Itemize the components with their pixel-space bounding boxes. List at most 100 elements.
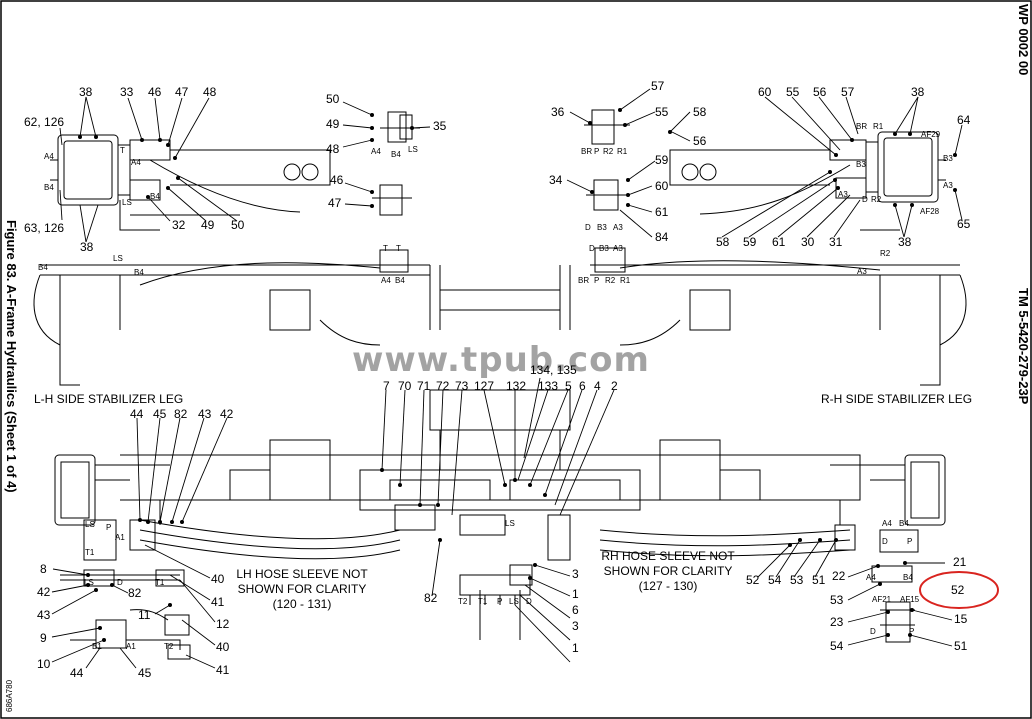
callout: 58 (716, 235, 730, 249)
callout: 6 (579, 379, 586, 393)
callout: 49 (201, 218, 215, 232)
port-label: B4 (44, 183, 54, 192)
callout: 56 (813, 85, 827, 99)
callout: 59 (655, 153, 669, 167)
port-label: B4 (395, 276, 405, 285)
port-label: P (909, 627, 915, 636)
lh-note-line-3: (120 - 131) (272, 597, 332, 611)
callout: 82 (424, 591, 438, 605)
port-label: T (396, 244, 401, 253)
callout: 34 (549, 173, 563, 187)
callout: 53 (830, 593, 844, 607)
callout: 10 (37, 657, 51, 671)
callout: 35 (433, 119, 447, 133)
port-label: D (870, 627, 876, 636)
port-label: B4 (150, 192, 160, 201)
callout: 55 (786, 85, 800, 99)
port-label: B3 (856, 160, 866, 169)
callout: 3 (572, 567, 579, 581)
callout: 6 (572, 603, 579, 617)
callout: 9 (40, 631, 47, 645)
callout: 54 (768, 573, 782, 587)
callout: 15 (954, 612, 968, 626)
port-label: LS (408, 145, 418, 154)
callout: 47 (175, 85, 189, 99)
callout: 73 (455, 379, 469, 393)
callout: 43 (198, 407, 212, 421)
technical-manual-number: TM 5-5420-279-23P (1016, 288, 1031, 405)
callout: 40 (211, 572, 225, 586)
port-label: LS (509, 597, 519, 606)
callout: 32 (172, 218, 186, 232)
port-label: T2 (458, 597, 468, 606)
rh-hose-sleeve-note: RH HOSE SLEEVE NOT SHOWN FOR CLARITY (12… (598, 549, 738, 594)
port-label: R2 (603, 147, 614, 156)
port-label: D (117, 578, 123, 587)
callout: 2 (611, 379, 618, 393)
callout: 36 (551, 105, 565, 119)
callout: 60 (758, 85, 772, 99)
callout: 31 (829, 235, 843, 249)
upper-frame-rail (34, 261, 966, 385)
callout: 133 (538, 379, 559, 393)
callout: 52 (746, 573, 760, 587)
port-label: R2 (605, 276, 616, 285)
rh-note-line-3: (127 - 130) (638, 579, 698, 593)
upper-right-valve-stack (584, 110, 630, 272)
callout: 50 (231, 218, 245, 232)
port-label: A4 (882, 519, 892, 528)
lh-hose-sleeve-note: LH HOSE SLEEVE NOT SHOWN FOR CLARITY (12… (232, 567, 372, 612)
port-label: B4 (899, 519, 909, 528)
callout: 7 (383, 379, 390, 393)
callout: 51 (812, 573, 826, 587)
port-label: B4 (391, 150, 401, 159)
callout: 1 (572, 641, 579, 655)
port-label: A3 (613, 223, 623, 232)
callout: 58 (693, 105, 707, 119)
lh-note-line-2: SHOWN FOR CLARITY (237, 582, 367, 596)
callout: 48 (326, 142, 340, 156)
callout: 61 (655, 205, 669, 219)
callout: 71 (417, 379, 431, 393)
callout: 50 (326, 92, 340, 106)
callout: 46 (330, 173, 344, 187)
port-label: A4 (44, 152, 54, 161)
callout: 49 (326, 117, 340, 131)
port-label: AF15 (900, 595, 920, 604)
callout: 33 (120, 85, 134, 99)
port-label: AF29 (921, 130, 941, 139)
port-label: A4 (866, 573, 876, 582)
callout: 82 (174, 407, 188, 421)
port-label: BR (578, 276, 590, 285)
port-label: D (589, 244, 595, 253)
port-label: D (585, 223, 591, 232)
port-label: B4 (134, 268, 144, 277)
port-label: T1 (85, 548, 95, 557)
port-label: R1 (617, 147, 628, 156)
callout: 65 (957, 217, 971, 231)
port-label: A3 (943, 181, 953, 190)
lower-frame-assembly (55, 390, 945, 640)
callout: 12 (216, 617, 230, 631)
callout: 61 (772, 235, 786, 249)
lower-center-fittings (460, 565, 532, 605)
callout: 82 (128, 586, 142, 600)
callout: 64 (957, 113, 971, 127)
callout: 42 (37, 585, 51, 599)
port-label: P (497, 597, 503, 606)
port-label: B4 (903, 573, 913, 582)
port-label: A3 (857, 267, 867, 276)
port-label: P (106, 523, 112, 532)
callout: 127 (474, 379, 495, 393)
lh-upper-cylinder-block (50, 135, 330, 230)
highlight-ellipse (920, 572, 998, 608)
lower-left-fittings (60, 520, 190, 659)
callout: 72 (436, 379, 450, 393)
port-label: B4 (38, 263, 48, 272)
port-label: D (862, 195, 868, 204)
callout: 11 (138, 608, 151, 622)
image-code: 686A780 (5, 679, 14, 712)
port-label: R1 (873, 122, 884, 131)
port-label: A4 (381, 276, 391, 285)
